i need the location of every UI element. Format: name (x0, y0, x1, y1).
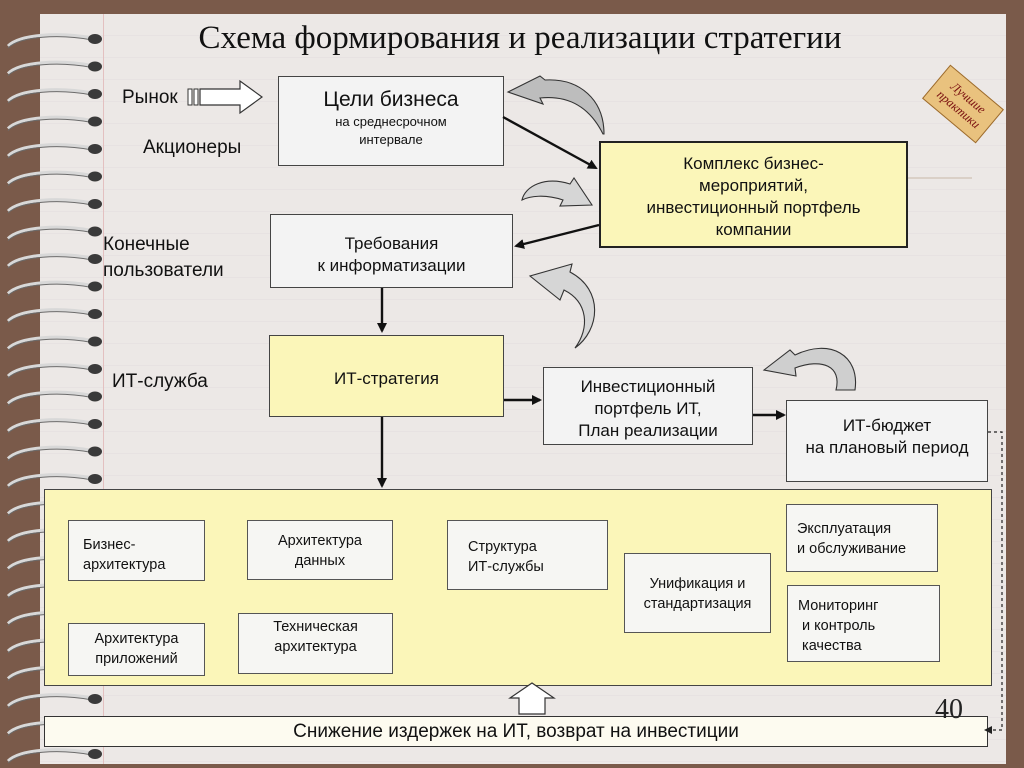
data-arch-line-2: данных (294, 553, 346, 569)
exploitation-line-1: Эксплуатация (797, 521, 892, 537)
spiral-ring (6, 445, 102, 461)
curved-arrow-budget (762, 347, 857, 391)
complex-to-requirements-arrow (514, 223, 600, 249)
bottom-up-arrow (508, 682, 556, 715)
exploitation-box: Эксплуатация и обслуживание (786, 504, 938, 572)
it-budget-line-2: на плановый период (805, 438, 969, 457)
curved-arrow-complex (521, 177, 594, 207)
monitoring-line-3: качества (798, 638, 862, 654)
spiral-ring (6, 60, 102, 76)
business-goals-sub2: интервале (359, 132, 423, 147)
cost-reduction-bar: Снижение издержек на ИТ, возврат на инве… (44, 716, 988, 747)
unification-line-2: стандартизация (643, 596, 752, 612)
monitoring-line-1: Мониторинг (798, 598, 879, 614)
business-complex-box: Комплекс бизнес- мероприятий, инвестицио… (599, 141, 908, 248)
spiral-ring (6, 198, 102, 214)
business-goals-box: Цели бизнеса на среднесрочном интервале (278, 76, 504, 166)
it-structure-line-2: ИТ-службы (468, 559, 544, 575)
spiral-ring (6, 143, 102, 159)
business-arch-line-2: архитектура (83, 557, 166, 573)
spiral-ring (6, 748, 102, 764)
app-arch-line-1: Архитектура (94, 631, 179, 647)
page-number: 40 (935, 694, 963, 725)
spiral-ring (6, 335, 102, 351)
tech-arch-line-1: Техническая (273, 619, 358, 635)
end-users-label-1: Конечные (103, 234, 190, 255)
spiral-ring (6, 253, 102, 269)
unification-line-1: Унификация и (649, 576, 746, 592)
spiral-ring (6, 88, 102, 104)
shareholders-label: Акционеры (143, 137, 242, 158)
business-goals-sub1: на среднесрочном (335, 114, 447, 129)
data-architecture-box: Архитектура данных (247, 520, 393, 580)
unification-box: Унификация и стандартизация (624, 553, 771, 633)
spiral-ring (6, 225, 102, 241)
it-strategy-label: ИТ-стратегия (333, 369, 440, 388)
market-label: Рынок (122, 87, 178, 108)
business-goals-title: Цели бизнеса (323, 88, 459, 111)
business-arch-line-1: Бизнес- (83, 537, 136, 553)
spiral-ring (6, 280, 102, 296)
spiral-ring (6, 115, 102, 131)
requirements-line-2: к информатизации (317, 256, 466, 275)
complex-line-2: мероприятий, (699, 176, 808, 195)
it-service-label: ИТ-служба (112, 371, 208, 392)
monitoring-box: Мониторинг и контроль качества (787, 585, 940, 662)
curved-arrow-goals (506, 75, 605, 135)
spiral-ring (6, 418, 102, 434)
complex-line-3: инвестиционный портфель (646, 198, 861, 217)
app-arch-line-2: приложений (95, 651, 178, 667)
it-budget-line-1: ИТ-бюджет (842, 416, 932, 435)
complex-line-1: Комплекс бизнес- (683, 154, 824, 173)
business-architecture-box: Бизнес- архитектура (68, 520, 205, 581)
goals-to-complex-arrow (502, 115, 598, 170)
complex-line-4: компании (715, 220, 792, 239)
it-portfolio-line-2: портфель ИТ, (594, 399, 702, 418)
application-architecture-box: Архитектура приложений (68, 623, 205, 676)
technical-architecture-box: Техническая архитектура (238, 613, 393, 674)
requirements-line-1: Требования (344, 234, 439, 253)
end-users-label-2: пользователи (103, 260, 224, 281)
it-portfolio-line-3: План реализации (578, 421, 718, 440)
it-budget-box: ИТ-бюджет на плановый период (786, 400, 988, 482)
spiral-ring (6, 363, 102, 379)
tech-arch-line-2: архитектура (274, 639, 357, 655)
exploitation-line-2: и обслуживание (797, 541, 907, 557)
it-portfolio-box: Инвестиционный портфель ИТ, План реализа… (543, 367, 753, 445)
slide-title: Схема формирования и реализации стратеги… (198, 20, 842, 56)
it-structure-line-1: Структура (468, 539, 537, 555)
budget-feedback-dashed-line (988, 431, 1003, 731)
margin-line (103, 14, 104, 764)
market-input-arrow (187, 79, 264, 115)
it-structure-box: Структура ИТ-службы (447, 520, 608, 590)
requirements-box: Требования к информатизации (270, 214, 513, 288)
monitoring-line-2: и контроль (798, 618, 876, 634)
spiral-ring (6, 473, 102, 489)
it-strategy-box: ИТ-стратегия (269, 335, 504, 417)
spiral-ring (6, 693, 102, 709)
spiral-ring (6, 170, 102, 186)
data-arch-line-1: Архитектура (278, 533, 362, 549)
spiral-ring (6, 33, 102, 49)
spiral-ring (6, 390, 102, 406)
spiral-ring (6, 308, 102, 324)
it-portfolio-line-1: Инвестиционный (580, 377, 716, 396)
curved-arrow-requirements (528, 263, 596, 349)
